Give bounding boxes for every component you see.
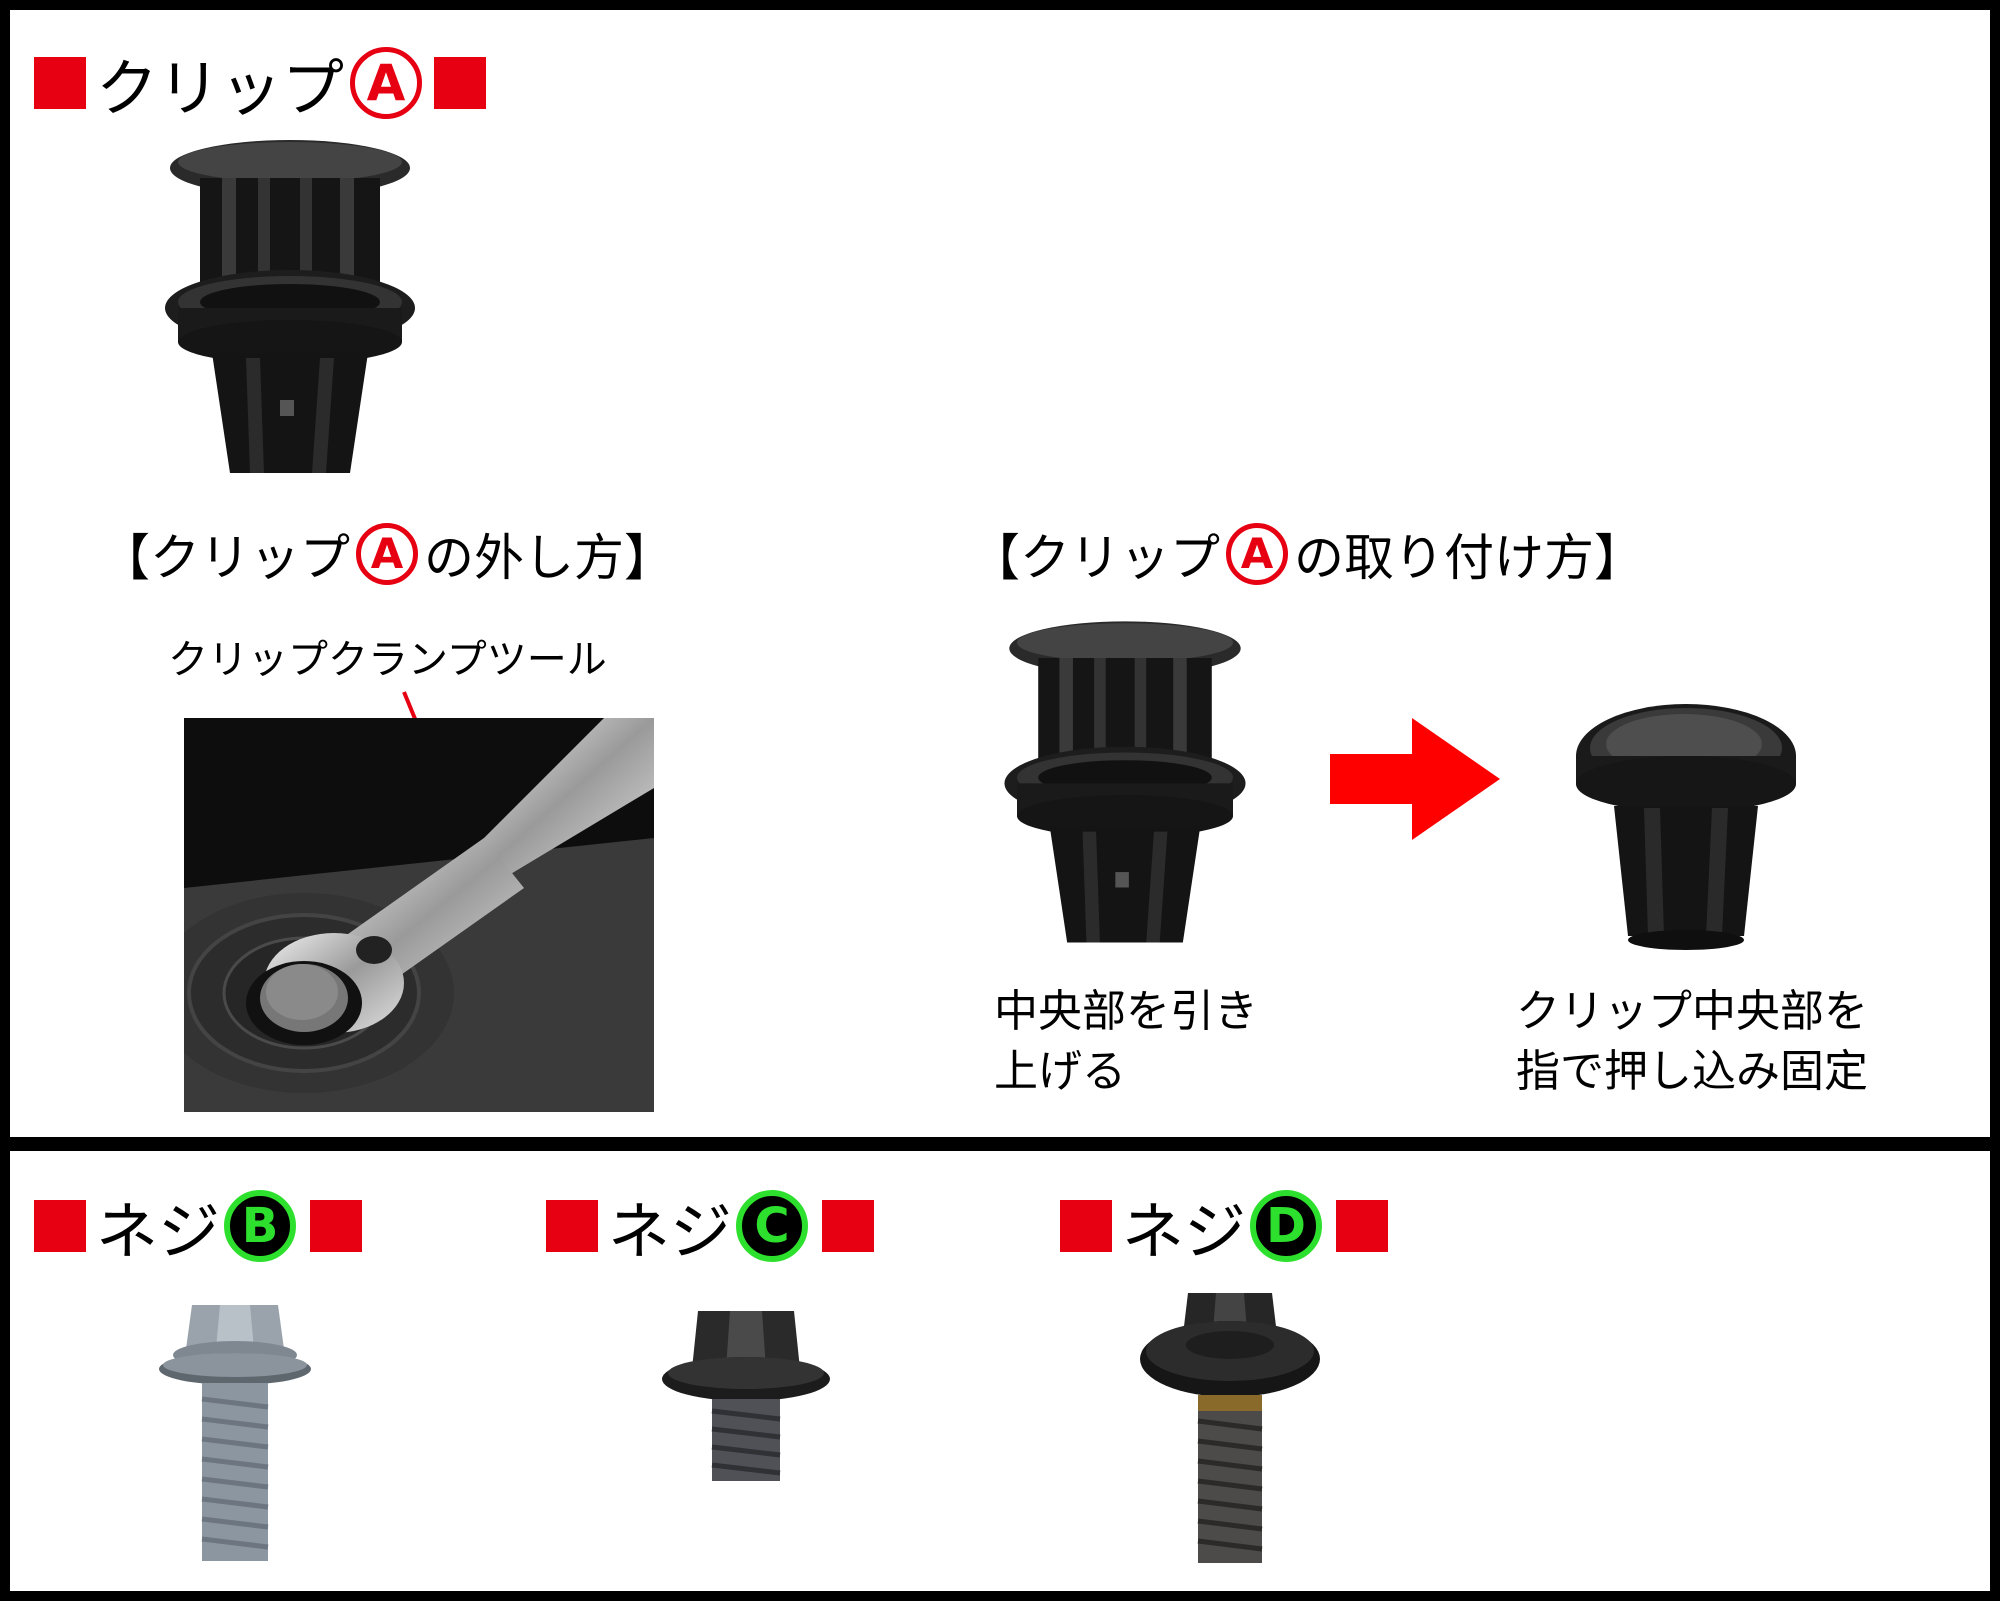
- install-heading-prefix: クリップ: [1020, 529, 1220, 587]
- screw-d-heading: ネジ D: [1060, 1181, 1389, 1271]
- open-bracket: 【: [100, 529, 150, 587]
- screw-b-photo: [159, 1305, 311, 1561]
- red-square-marker: [822, 1200, 875, 1252]
- install-heading-suffix: の取り付け方: [1294, 529, 1594, 587]
- black-bolt-with-washer-icon: [1140, 1293, 1320, 1563]
- screw-c-title: ネジ: [608, 1195, 733, 1268]
- push-rivet-clip-icon: [1004, 621, 1246, 943]
- removal-heading-prefix: クリップ: [150, 529, 350, 587]
- step1-caption-line: 中央部を引き: [994, 986, 1258, 1037]
- red-square-marker: [1336, 1200, 1389, 1252]
- step2-caption: クリップ中央部を 指で押し込み固定: [1516, 982, 1868, 1102]
- clip-a-badge: A: [350, 47, 423, 119]
- clip-a-title: クリップ: [96, 52, 345, 125]
- hex-bolt-with-washer-icon: [159, 1305, 311, 1561]
- screw-c-badge: C: [736, 1190, 809, 1262]
- red-square-marker: [1060, 1200, 1112, 1252]
- screw-b-title: ネジ: [96, 1195, 221, 1268]
- step2-caption-line: 指で押し込み固定: [1516, 1046, 1868, 1097]
- clip-a-heading: クリップ A: [34, 38, 487, 128]
- clip-a-badge: A: [1226, 523, 1288, 585]
- screw-d-photo: [1140, 1293, 1320, 1563]
- push-rivet-clip-icon: [165, 140, 415, 473]
- screw-c-photo: [662, 1311, 830, 1481]
- clip-a-badge: A: [356, 523, 418, 585]
- screw-d-title: ネジ: [1122, 1195, 1247, 1268]
- locked-clip-icon: [1576, 704, 1796, 950]
- screw-d-badge: D: [1250, 1190, 1323, 1262]
- step1-caption: 中央部を引き 上げる: [994, 982, 1258, 1102]
- arrow-right-icon: [1330, 718, 1500, 840]
- red-square-marker: [434, 57, 487, 109]
- screw-panel: ネジ B ネジ C ネジ D: [10, 1151, 1990, 1591]
- red-square-marker: [546, 1200, 598, 1252]
- red-square-marker: [310, 1200, 363, 1252]
- step1-caption-line: 上げる: [994, 1046, 1126, 1097]
- installed-clip-head-icon: [246, 961, 362, 1045]
- screw-b-badge: B: [224, 1190, 297, 1262]
- red-square-marker: [34, 1200, 86, 1252]
- clip-step1-photo: [1004, 621, 1246, 943]
- tool-label: クリップクランプツール: [168, 637, 607, 683]
- clip-step2-photo: [1576, 704, 1796, 950]
- removal-heading-suffix: の外し方: [424, 529, 624, 587]
- close-bracket: 】: [1594, 529, 1644, 587]
- clip-panel: クリップ A 【 クリップ A の外し方 】: [10, 10, 1990, 1137]
- clip-a-photo: [165, 140, 415, 473]
- install-heading: 【 クリップ A の取り付け方 】: [970, 518, 1644, 590]
- step2-caption-line: クリップ中央部を: [1516, 986, 1868, 1037]
- open-bracket: 【: [970, 529, 1020, 587]
- removal-heading: 【 クリップ A の外し方 】: [100, 518, 674, 590]
- clip-removal-photo: [184, 718, 654, 1112]
- red-square-marker: [34, 57, 86, 109]
- close-bracket: 】: [624, 529, 674, 587]
- black-hex-flange-bolt-icon: [662, 1311, 830, 1481]
- screw-b-heading: ネジ B: [34, 1181, 363, 1271]
- screw-c-heading: ネジ C: [546, 1181, 875, 1271]
